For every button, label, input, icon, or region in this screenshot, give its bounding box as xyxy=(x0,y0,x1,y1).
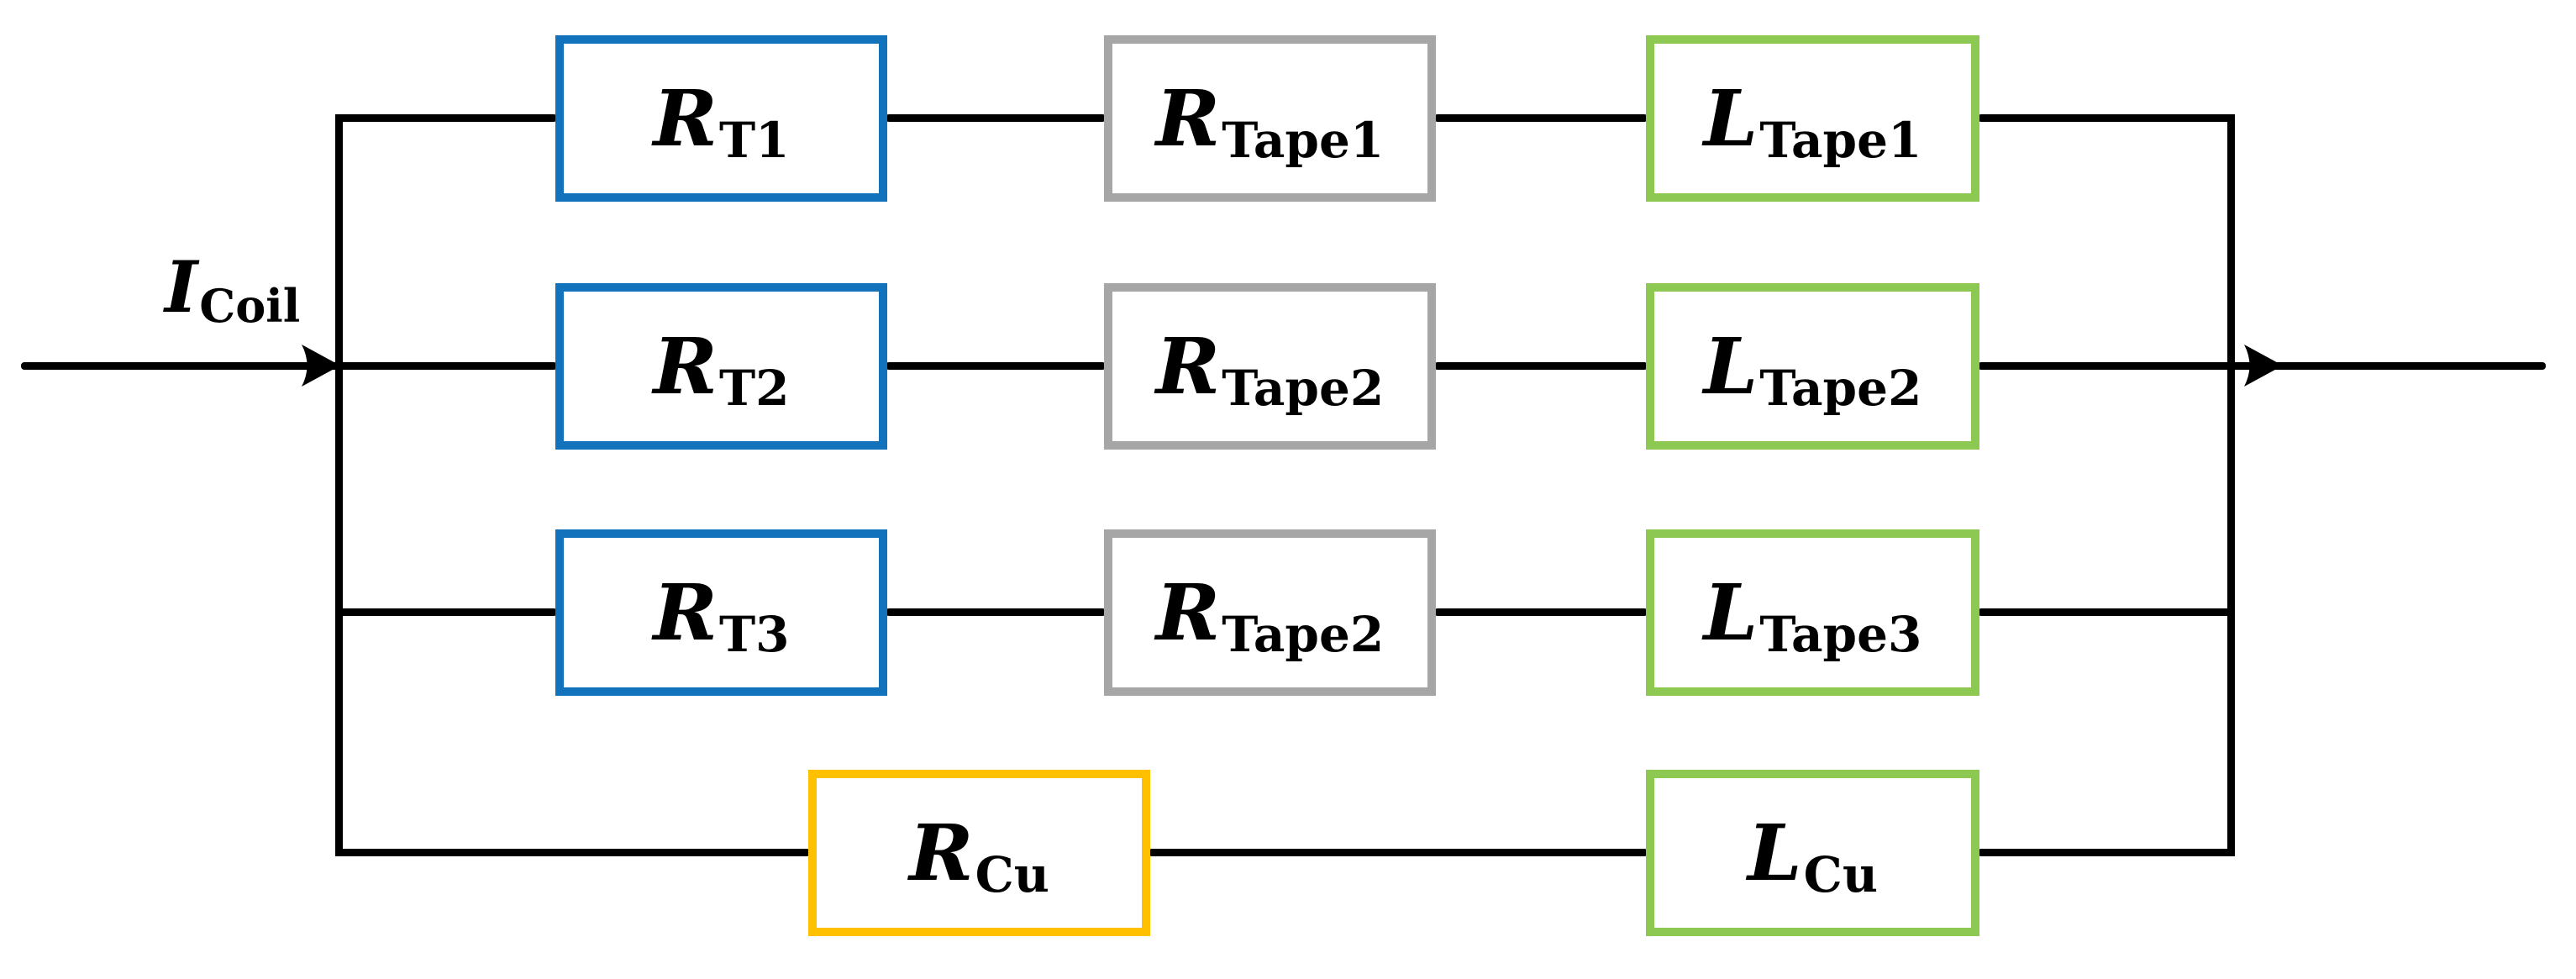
box-r-t2-label: RT2 xyxy=(653,321,790,417)
wire-segment xyxy=(339,849,810,856)
input-current-symbol: I xyxy=(165,245,198,329)
input-wire xyxy=(21,362,339,370)
wire-segment xyxy=(1434,114,1648,122)
wire-segment xyxy=(339,608,557,616)
wire-segment xyxy=(886,608,1106,616)
box-l-tape1-label: LTape1 xyxy=(1703,73,1922,169)
box-r-tape2-label: RTape2 xyxy=(1155,321,1385,417)
box-l-tape3: LTape3 xyxy=(1646,529,1979,696)
box-r-t1: RT1 xyxy=(555,35,887,202)
box-r-tape2-row3: RTape2 xyxy=(1104,529,1436,696)
wire-segment xyxy=(1978,608,2231,616)
input-current-label: ICoil xyxy=(165,252,300,329)
wire-segment xyxy=(1149,849,1648,856)
wire-segment xyxy=(1978,362,2231,370)
box-r-t3: RT3 xyxy=(555,529,887,696)
box-l-tape2: LTape2 xyxy=(1646,283,1979,450)
box-l-tape2-label: LTape2 xyxy=(1703,321,1922,417)
output-wire xyxy=(2231,362,2546,370)
input-arrow-icon xyxy=(302,345,340,387)
box-r-cu: RCu xyxy=(808,770,1150,936)
wire-segment xyxy=(339,362,557,370)
box-r-tape1-label: RTape1 xyxy=(1155,73,1385,169)
input-current-subscript: Coil xyxy=(199,279,301,333)
left-bus-wire xyxy=(335,114,343,856)
box-r-t3-label: RT3 xyxy=(653,567,790,663)
box-r-cu-label: RCu xyxy=(909,808,1049,903)
output-arrow-icon xyxy=(2244,345,2283,387)
wire-segment xyxy=(886,114,1106,122)
box-r-tape2-row3-label: RTape2 xyxy=(1155,567,1385,663)
wire-segment xyxy=(1978,849,2231,856)
box-l-tape3-label: LTape3 xyxy=(1703,567,1922,663)
wire-segment xyxy=(1434,362,1648,370)
box-l-cu: LCu xyxy=(1646,770,1979,936)
box-r-tape1: RTape1 xyxy=(1104,35,1436,202)
box-l-tape1: LTape1 xyxy=(1646,35,1979,202)
wire-segment xyxy=(886,362,1106,370)
box-l-cu-label: LCu xyxy=(1747,808,1879,903)
box-r-t1-label: RT1 xyxy=(653,73,790,169)
right-bus-wire xyxy=(2227,114,2235,856)
wire-segment xyxy=(339,114,557,122)
box-r-tape2: RTape2 xyxy=(1104,283,1436,450)
wire-segment xyxy=(1978,114,2231,122)
wire-segment xyxy=(1434,608,1648,616)
box-r-t2: RT2 xyxy=(555,283,887,450)
